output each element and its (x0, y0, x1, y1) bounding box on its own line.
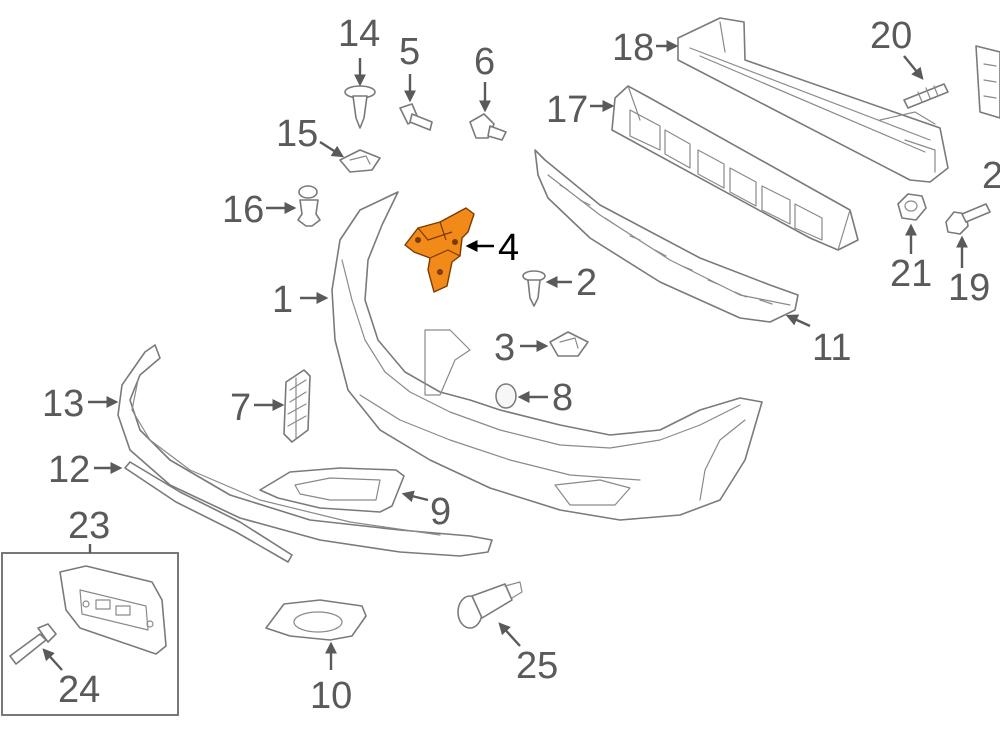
part-23-license-bracket (59, 565, 167, 655)
part-4-bracket-highlighted (404, 207, 475, 293)
part-3-clip (549, 331, 589, 357)
callout-19: 19 (948, 235, 990, 309)
callout-7: 7 (230, 387, 285, 429)
part-15-clip-nut (339, 149, 381, 173)
callout-21: 21 (890, 223, 932, 295)
callout-4-highlighted: 4 (465, 227, 519, 269)
svg-text:2: 2 (982, 155, 1000, 197)
part-24-screw (9, 623, 57, 665)
callout-25: 25 (498, 622, 558, 687)
callout-18: 18 (612, 27, 679, 69)
part-22-bracket-partial (975, 45, 1000, 119)
callout-14: 14 (338, 13, 380, 87)
part-11-grille (534, 149, 799, 323)
part-8-washer (495, 383, 517, 409)
part-25-sensor (457, 581, 523, 629)
svg-text:18: 18 (612, 27, 654, 69)
svg-text:6: 6 (474, 41, 495, 83)
part-12-trim-strip (124, 461, 293, 563)
callout-22-partial: 2 (982, 155, 1000, 197)
svg-text:25: 25 (516, 645, 558, 687)
svg-text:9: 9 (430, 491, 451, 533)
callout-20: 20 (870, 15, 924, 80)
callout-8: 8 (517, 377, 573, 419)
callout-10: 10 (310, 641, 352, 717)
callout-17: 17 (546, 89, 615, 131)
svg-text:20: 20 (870, 15, 912, 57)
callout-24: 24 (42, 648, 100, 711)
svg-text:21: 21 (890, 253, 932, 295)
svg-text:24: 24 (58, 669, 100, 711)
part-17-energy-absorber (611, 85, 859, 251)
part-7-emblem (283, 369, 311, 443)
callout-11: 11 (785, 314, 851, 369)
callout-2: 2 (545, 262, 597, 304)
callout-13: 13 (42, 383, 119, 425)
svg-text:19: 19 (948, 267, 990, 309)
part-13-valance (117, 344, 493, 557)
part-19-bolt (945, 203, 991, 235)
svg-text:12: 12 (48, 449, 90, 491)
svg-text:4: 4 (498, 227, 519, 269)
callout-15: 15 (276, 113, 345, 158)
svg-text:10: 10 (310, 675, 352, 717)
part-9-fog-bezel (259, 467, 405, 513)
svg-text:13: 13 (42, 383, 84, 425)
callout-5: 5 (399, 31, 420, 103)
svg-text:14: 14 (338, 13, 380, 55)
svg-text:1: 1 (272, 279, 293, 321)
part-10-fog-cover (265, 599, 367, 641)
part-18-reinforcement-bar (677, 17, 949, 183)
callout-12: 12 (48, 449, 123, 491)
svg-text:11: 11 (812, 327, 851, 369)
part-14-push-pin (344, 85, 376, 129)
part-16-retainer (297, 185, 321, 227)
callout-1: 1 (272, 279, 329, 321)
svg-text:15: 15 (276, 113, 318, 155)
callout-3: 3 (494, 327, 549, 369)
part-5-bolt (399, 103, 433, 131)
svg-text:3: 3 (494, 327, 515, 369)
part-20-stud (903, 83, 949, 109)
svg-text:7: 7 (230, 387, 251, 429)
callout-23: 23 (68, 505, 110, 553)
svg-text:16: 16 (222, 189, 264, 231)
svg-text:5: 5 (399, 31, 420, 73)
svg-text:2: 2 (576, 262, 597, 304)
callout-16: 16 (222, 189, 297, 231)
part-1-bumper-cover (331, 191, 763, 521)
callout-6: 6 (474, 41, 495, 113)
svg-text:8: 8 (552, 377, 573, 419)
svg-text:23: 23 (68, 505, 110, 547)
part-2-push-pin (522, 270, 546, 307)
callout-9: 9 (401, 490, 451, 533)
svg-text:17: 17 (546, 89, 588, 131)
part-21-nut (897, 193, 927, 221)
part-6-screw (469, 113, 507, 141)
